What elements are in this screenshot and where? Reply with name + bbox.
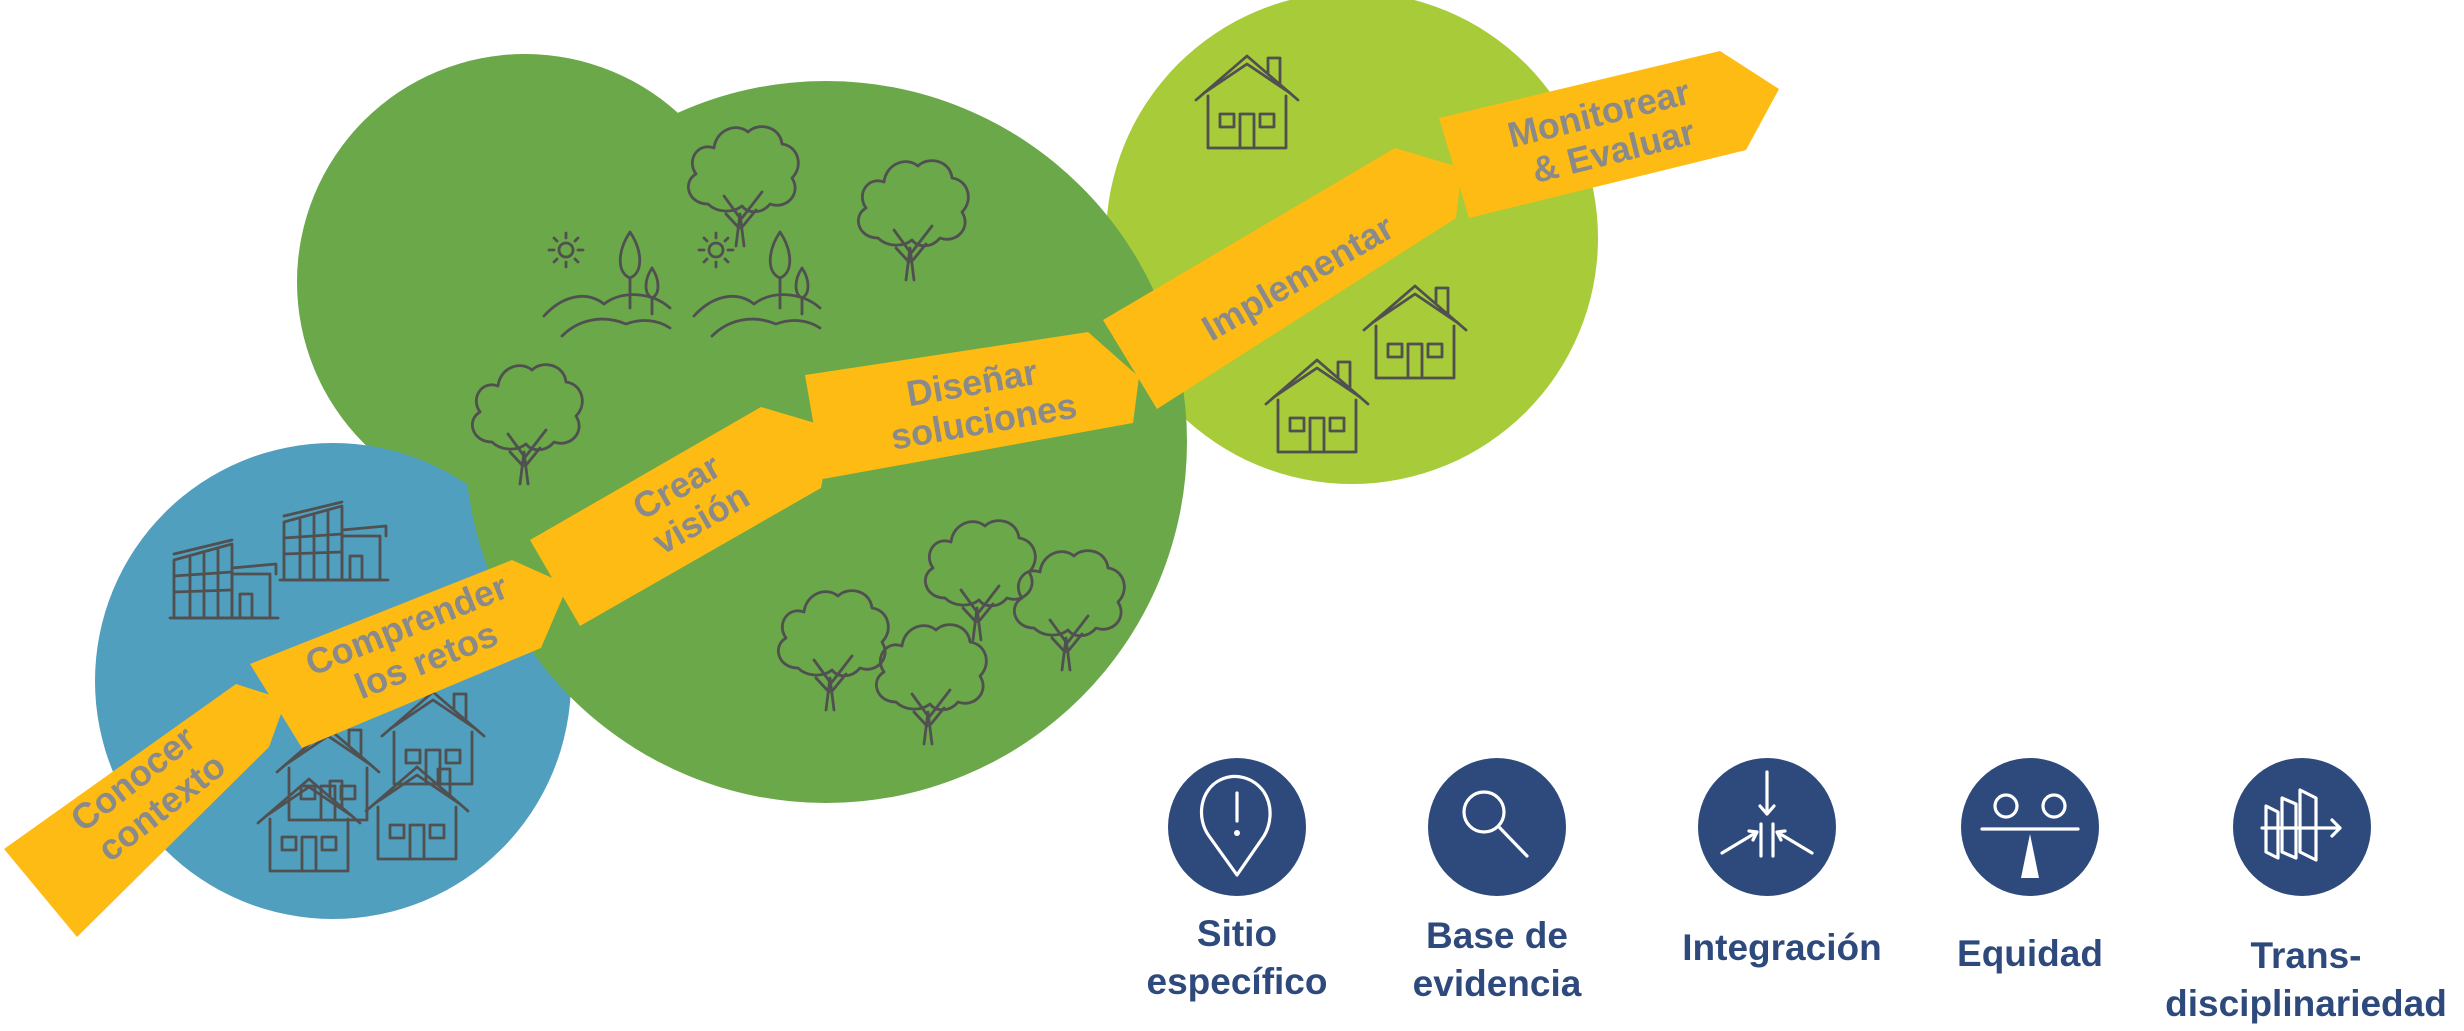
principle-label-equidad: Equidad	[1900, 930, 2160, 978]
principle-circle	[1168, 758, 1306, 896]
principle-label-line: Equidad	[1957, 933, 2103, 974]
arrow-implementar	[1103, 148, 1462, 409]
layered-panels-arrow-icon	[2260, 788, 2342, 862]
arrow-disenar-soluciones	[805, 332, 1139, 479]
principle-circle	[1698, 758, 1836, 896]
principle-transdisciplinariedad-badge	[2233, 758, 2371, 896]
arrow-crear-vision	[530, 407, 832, 626]
principle-integracion-badge	[1698, 758, 1836, 896]
principle-label-integracion: Integración	[1632, 924, 1932, 972]
principle-label-transdisciplinariedad: Trans- disciplinariedad	[2148, 932, 2464, 1028]
arrow-comprender-retos	[250, 560, 568, 748]
principle-label-line: específico	[1146, 961, 1328, 1002]
step-arrows	[4, 51, 1779, 937]
principle-label-line: Sitio	[1196, 913, 1278, 954]
arrow-conocer-contexto	[4, 684, 286, 937]
principle-label-line: Trans-	[2250, 935, 2362, 976]
principle-label-line: disciplinariedad	[2165, 983, 2447, 1024]
principle-label-sitio-especifico: Sitio específico	[1107, 910, 1367, 1006]
magnifier-icon	[1462, 790, 1529, 858]
exclamation-pin-icon	[1200, 774, 1272, 877]
principle-circle	[1961, 758, 2099, 896]
principle-equidad-badge	[1961, 758, 2099, 896]
principle-label-line: evidencia	[1412, 963, 1582, 1004]
principle-base-evidencia-badge	[1428, 758, 1566, 896]
principle-sitio-especifico-badge	[1168, 758, 1306, 896]
principle-label-line: Base de	[1426, 915, 1568, 956]
converging-arrows-icon	[1720, 770, 1814, 858]
balance-scale-icon	[1980, 793, 2080, 878]
arrow-monitorear-evaluar	[1439, 51, 1779, 218]
principle-label-line: Integración	[1682, 927, 1882, 968]
principle-label-base-evidencia: Base de evidencia	[1367, 912, 1627, 1008]
